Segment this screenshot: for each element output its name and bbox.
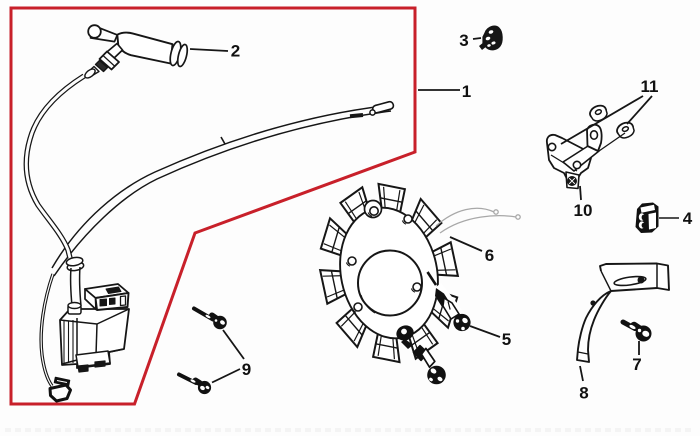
svg-text:10: 10 [574,201,593,220]
svg-text:7: 7 [632,355,641,374]
svg-text:6: 6 [485,246,494,265]
svg-text:5: 5 [502,330,511,349]
svg-text:11: 11 [641,77,659,96]
svg-text:2: 2 [231,42,240,61]
svg-text:3: 3 [459,31,468,50]
svg-text:9: 9 [242,360,251,379]
svg-text:4: 4 [683,209,693,228]
svg-text:8: 8 [579,384,588,403]
svg-text:1: 1 [462,82,471,101]
